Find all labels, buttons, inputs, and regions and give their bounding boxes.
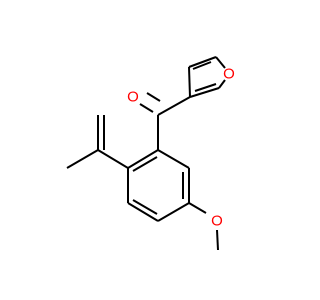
- bond-ring-isopropenyl: [97, 149, 129, 169]
- bond-benzene-c4-c5: [127, 202, 159, 222]
- bond-carbonyl-co-2: [146, 92, 161, 102]
- bond-furan-c5-c4: [188, 56, 217, 68]
- methoxy-oxygen-label: O: [211, 213, 223, 230]
- structure-canvas: O O O: [66, 56, 235, 251]
- bond-furan-c3-c2-inner: [194, 83, 217, 92]
- bond-benzene-c4-c5-inner: [132, 199, 158, 215]
- bond-furan-c5-c4-inner: [192, 61, 212, 70]
- bond-carbonyl-co-1: [139, 103, 154, 113]
- bond-methoxy-o-ch3: [216, 229, 219, 251]
- bond-furan-o-c5: [215, 56, 226, 69]
- bond-carbonyl-furan: [157, 96, 191, 116]
- bond-benzene-c3-c4: [157, 202, 190, 222]
- bond-furan-c4-c3: [188, 66, 191, 98]
- bond-benzene-c6-c1-inner: [132, 156, 158, 172]
- bond-benzene-c6-c1: [127, 149, 159, 169]
- bond-benzene-c1-c2: [157, 149, 190, 169]
- bond-ring-methoxy-o: [188, 202, 207, 214]
- carbonyl-oxygen-label: O: [127, 89, 139, 106]
- bond-furan-c2-o: [218, 79, 226, 89]
- bonds: [66, 56, 226, 251]
- bond-furan-c3-c2: [189, 87, 220, 98]
- atom-labels: O O O: [127, 66, 235, 230]
- furan-oxygen-label: O: [223, 66, 235, 83]
- bond-isopropenyl-ch3: [66, 149, 99, 169]
